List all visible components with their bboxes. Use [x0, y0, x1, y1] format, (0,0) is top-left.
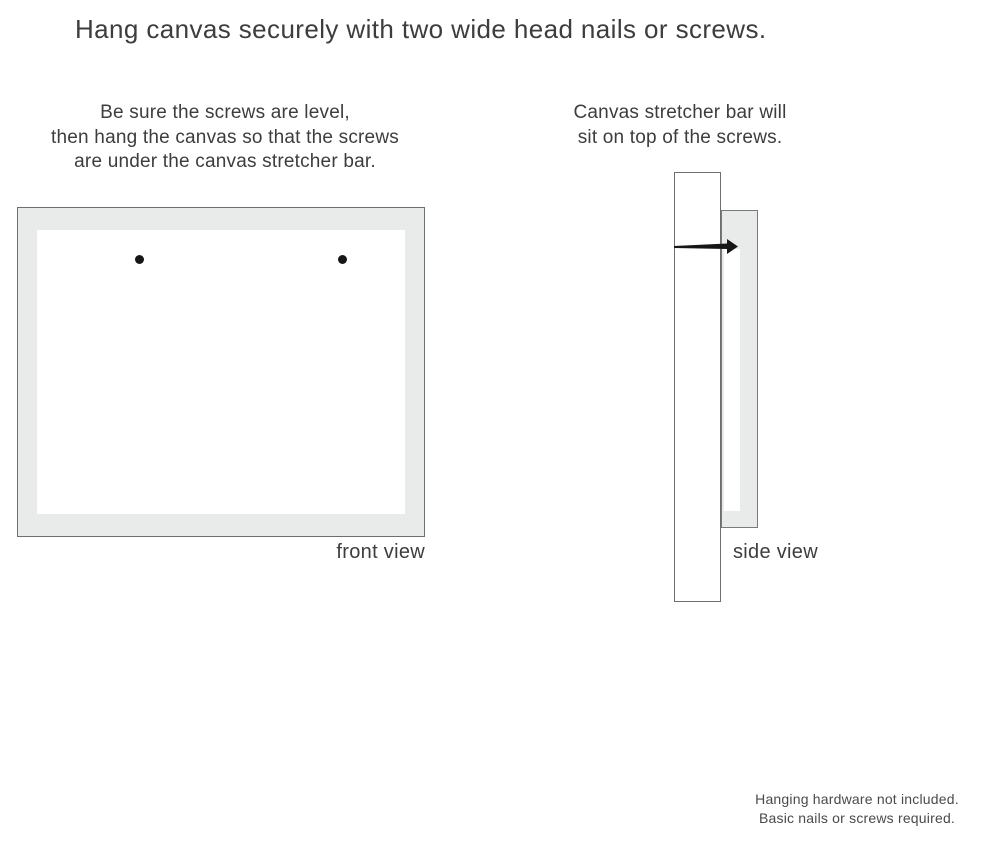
- nail-icon: [674, 239, 738, 254]
- front-view-label: front view: [336, 541, 425, 563]
- front-view-canvas-inner: [37, 230, 405, 514]
- screw-dot-right-icon: [338, 255, 347, 264]
- page-title: Hang canvas securely with two wide head …: [75, 14, 767, 44]
- side-view-instruction: Canvas stretcher bar will sit on top of …: [573, 102, 787, 148]
- side-view-canvas: [721, 210, 758, 528]
- hardware-disclaimer: Hanging hardware not included. Basic nai…: [755, 791, 959, 826]
- screw-dot-left-icon: [135, 255, 144, 264]
- front-view-instruction: Be sure the screws are level, then hang …: [51, 102, 399, 172]
- front-view-canvas: [17, 207, 425, 537]
- side-view-wall-bar: [674, 172, 721, 602]
- side-view-label: side view: [733, 541, 818, 563]
- side-view-stretcher-bar: [724, 249, 740, 511]
